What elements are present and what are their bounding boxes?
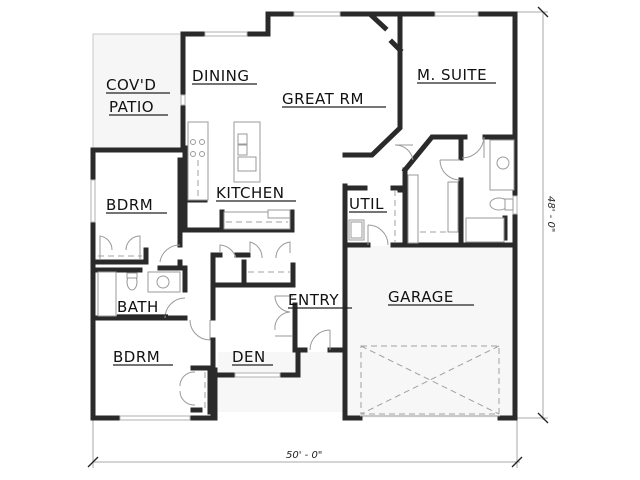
room-label-garage-group: GARAGE bbox=[388, 288, 474, 306]
util-fixtures bbox=[348, 190, 396, 243]
room-label-bath: BATH bbox=[117, 298, 159, 316]
front-porch-slab bbox=[218, 352, 344, 412]
room-label-great-room: GREAT RM bbox=[282, 90, 364, 108]
closet-shelves bbox=[98, 255, 290, 408]
room-label-entry-group: ENTRY bbox=[288, 291, 352, 309]
garage-slab bbox=[348, 246, 516, 418]
dimension-width bbox=[87, 412, 523, 468]
master-bath-fixtures bbox=[407, 139, 515, 244]
room-label-master-suite-group: M. SUITE bbox=[417, 66, 496, 84]
room-label-util-group: UTIL bbox=[349, 195, 387, 213]
dimension-depth-label: 48' - 0" bbox=[545, 196, 556, 232]
room-label-master-suite: M. SUITE bbox=[417, 66, 487, 84]
closet-shelf-left bbox=[407, 174, 419, 244]
master-tub bbox=[465, 217, 505, 243]
bath-fixtures bbox=[97, 271, 181, 317]
garage-door-outline bbox=[360, 345, 500, 417]
room-label-bath-group: BATH bbox=[117, 298, 168, 316]
room-label-dining: DINING bbox=[192, 67, 249, 85]
dimension-depth bbox=[516, 6, 549, 424]
closet-shelf-right bbox=[447, 181, 459, 233]
room-label-entry: ENTRY bbox=[288, 291, 339, 309]
door-swings bbox=[99, 136, 485, 406]
room-label-bdrm-lower: BDRM bbox=[113, 348, 160, 366]
room-label-bdrm-upper: BDRM bbox=[106, 196, 153, 214]
windows bbox=[90, 11, 518, 421]
room-label-covd: COV'D bbox=[106, 76, 156, 94]
room-label-great-room-group: GREAT RM bbox=[282, 90, 386, 108]
covered-patio-area bbox=[92, 33, 184, 149]
tub bbox=[97, 271, 117, 317]
room-label-garage: GARAGE bbox=[388, 288, 454, 306]
room-label-kitchen-group: KITCHEN bbox=[216, 184, 296, 202]
room-label-bdrm-upper-group: BDRM bbox=[106, 196, 167, 214]
room-label-den-group: DEN bbox=[232, 348, 273, 366]
room-label-dining-group: DINING bbox=[192, 67, 257, 85]
kitchen-fixtures bbox=[187, 121, 291, 230]
room-label-den: DEN bbox=[232, 348, 266, 366]
room-label-bdrm-lower-group: BDRM bbox=[113, 348, 173, 366]
room-label-covd-patio: COV'D PATIO bbox=[106, 76, 170, 116]
room-label-kitchen: KITCHEN bbox=[216, 184, 285, 202]
dimension-width-label: 50' - 0" bbox=[286, 450, 322, 461]
room-label-util: UTIL bbox=[349, 195, 384, 213]
room-label-patio: PATIO bbox=[109, 98, 154, 116]
